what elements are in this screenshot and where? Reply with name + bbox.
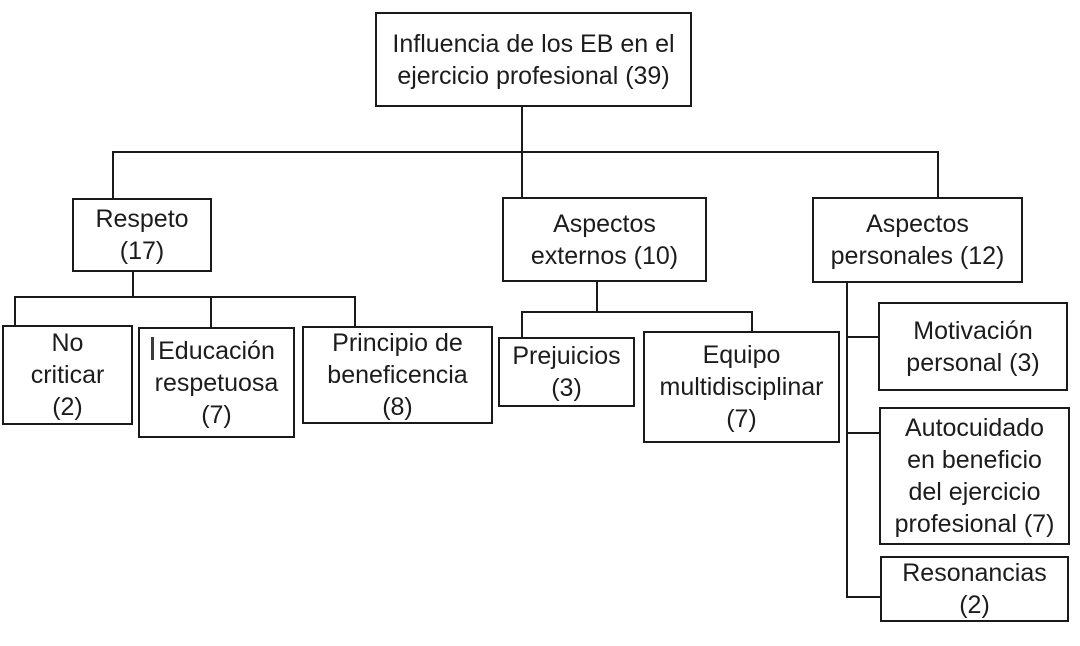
node-educacion-respetuosa-label: Educación respetuosa (7) [154,336,279,429]
node-autocuidado: Autocuidado en beneficio del ejercicio p… [879,407,1070,545]
connector-prejuicios-drop [521,311,523,337]
connector-equipo-drop [751,311,753,331]
node-autocuidado-label: Autocuidado en beneficio del ejercicio p… [894,414,1055,538]
connector-respeto-drop [112,151,114,198]
node-respeto: Respeto (17) [72,198,212,272]
connector-principio-drop [354,296,356,326]
node-aspectos-personales-label: Aspectos personales (12) [830,210,1005,270]
node-aspectos-externos: Aspectos externos (10) [502,197,707,282]
node-motivacion-personal: Motivación personal (3) [878,302,1068,391]
text-cursor-artifact [151,337,154,360]
connector-no-criticar-drop [14,296,16,325]
node-resonancias-label: Resonancias (2) [902,559,1047,619]
connector-root-drop [521,107,523,152]
node-root-label: Influencia de los EB en el ejercicio pro… [392,29,675,90]
connector-rail-level2 [113,151,939,153]
node-educacion-respetuosa: Educación respetuosa (7) [138,327,295,438]
connector-autocuidado-stub [846,432,879,434]
node-no-criticar: No criticar (2) [2,325,133,425]
node-principio-beneficencia-label: Principio de beneficencia (8) [327,329,468,421]
node-equipo-multidisciplinar: Equipo multidisciplinar (7) [643,331,840,443]
node-aspectos-personales: Aspectos personales (12) [812,197,1023,283]
connector-externos-drop [521,151,523,197]
node-equipo-multidisciplinar-label: Equipo multidisciplinar (7) [659,341,824,433]
node-prejuicios: Prejuicios (3) [498,337,635,407]
node-respeto-label: Respeto (17) [95,205,189,265]
node-prejuicios-label: Prejuicios (3) [512,342,621,402]
connector-educacion-drop [210,296,212,327]
node-no-criticar-label: No criticar (2) [30,329,105,421]
connector-respeto-down [132,272,134,297]
connector-rail-respeto [14,296,356,298]
connector-personales-drop [937,151,939,197]
node-resonancias: Resonancias (2) [880,556,1069,622]
connector-externos-down [596,282,598,312]
connector-rail-externos [521,311,753,313]
connector-personales-trunk [846,283,848,598]
node-motivacion-personal-label: Motivación personal (3) [906,316,1040,377]
node-principio-beneficencia: Principio de beneficencia (8) [302,326,493,424]
node-root: Influencia de los EB en el ejercicio pro… [375,12,692,107]
node-aspectos-externos-label: Aspectos externos (10) [530,209,679,270]
connector-motivacion-stub [846,336,878,338]
connector-resonancias-stub [846,596,880,598]
